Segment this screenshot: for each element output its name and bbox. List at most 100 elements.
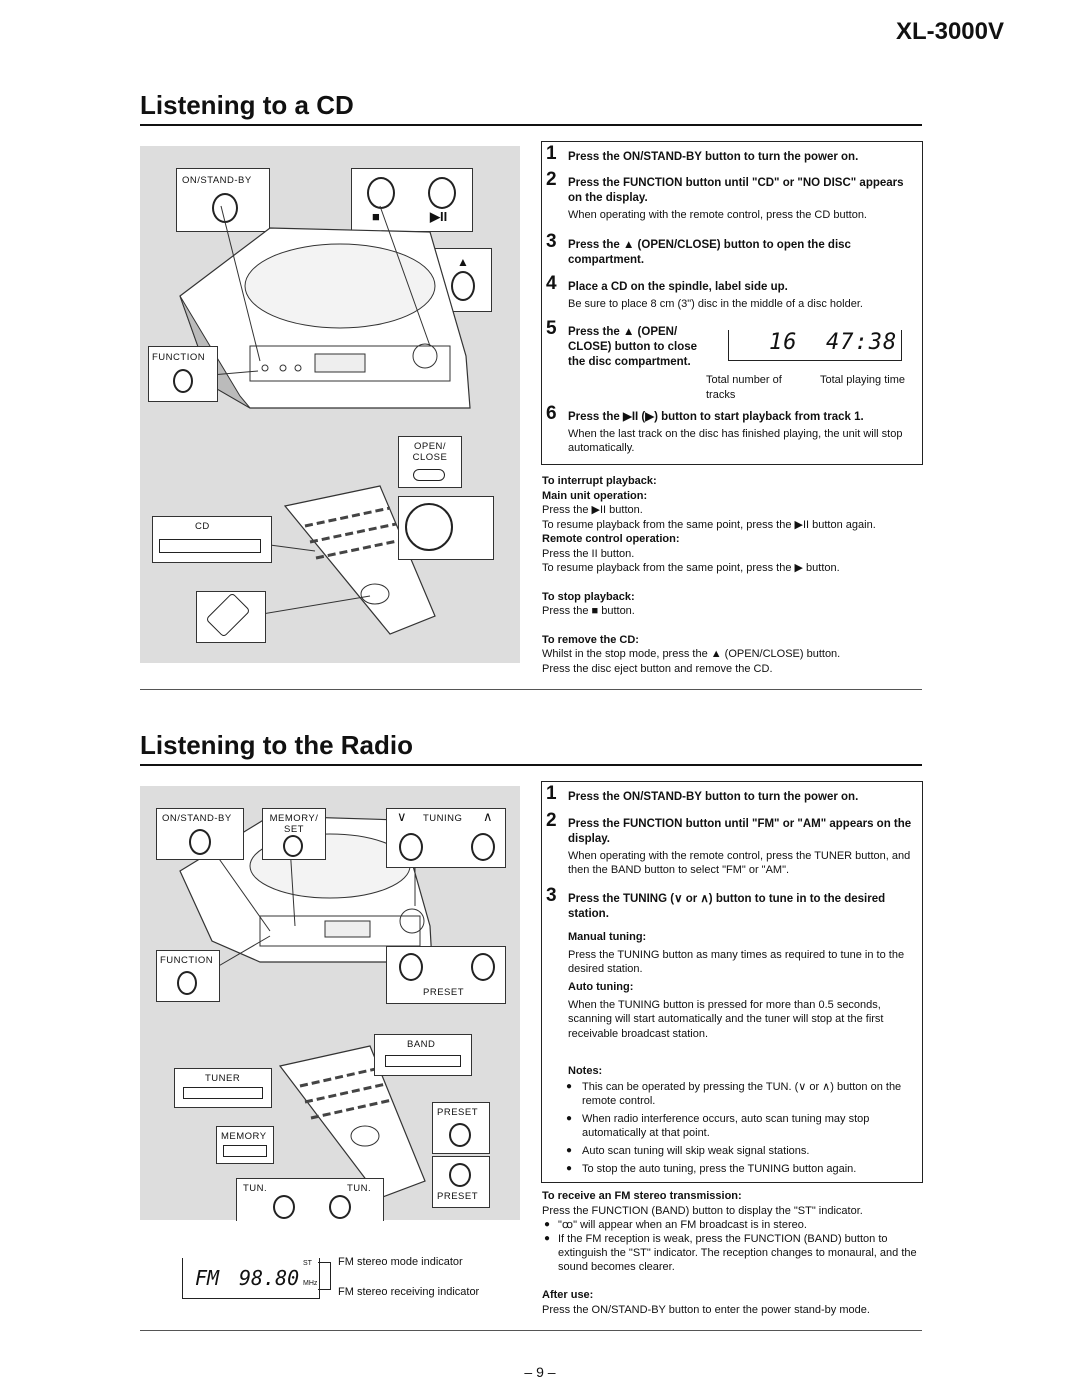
stereo-note: "ꝏ" will appear when an FM broadcast is …	[542, 1218, 924, 1232]
step-text: Press the ON/STAND-BY button to turn the…	[568, 151, 859, 163]
preset-up-button-icon	[471, 953, 495, 981]
on-standby-label: ON/STAND-BY	[182, 175, 252, 186]
preset-label: PRESET	[423, 987, 465, 998]
interrupt-main-text-2: To resume playback from the same point, …	[542, 518, 876, 531]
cd-title-rule	[140, 124, 922, 126]
cd-step-1: 1 Press the ON/STAND-BY button to turn t…	[542, 144, 914, 165]
model-number: XL-3000V	[895, 18, 1004, 45]
band-button-icon	[385, 1055, 461, 1067]
function-label: FUNCTION	[152, 352, 206, 363]
footer-rule	[140, 1330, 922, 1331]
cd-steps-box: 1 Press the ON/STAND-BY button to turn t…	[541, 141, 923, 465]
radio-title-rule	[140, 764, 922, 766]
fm-receiving-indicator-label: FM stereo receiving indicator	[338, 1286, 480, 1298]
auto-tuning-text: When the TUNING button is pressed for mo…	[568, 998, 884, 1040]
tuning-up-button-icon	[471, 833, 495, 861]
step-number: 6	[546, 403, 557, 424]
band-label: BAND	[407, 1039, 436, 1050]
tuning-up-icon: ∧	[483, 809, 493, 824]
notes-list: This can be operated by pressing the TUN…	[564, 1080, 916, 1176]
note-item: When radio interference occurs, auto sca…	[564, 1112, 916, 1140]
fm-display-illustration: FM 98.80 ST MHz	[182, 1258, 320, 1299]
remove-text-1: Whilst in the stop mode, press the ▲ (OP…	[542, 648, 841, 660]
step-subtext: When operating with the remote control, …	[568, 209, 867, 221]
function-button-icon	[173, 369, 193, 393]
preset-down-remote-panel: PRESET	[432, 1156, 490, 1208]
fm-band-text: FM	[195, 1266, 220, 1290]
on-standby-label: ON/STAND-BY	[162, 813, 232, 824]
eject-icon: ▲	[457, 255, 469, 269]
transport-panel: ■ ▶II	[351, 168, 473, 232]
after-use-text: Press the ON/STAND-BY button to enter th…	[542, 1303, 870, 1316]
remove-heading: To remove the CD:	[542, 633, 639, 646]
eject-button-icon	[451, 271, 475, 301]
step-text: Press the ON/STAND-BY button to turn the…	[568, 791, 859, 803]
step-text: Press the ▶II (▶) button to start playba…	[568, 411, 864, 423]
mhz-indicator: MHz	[303, 1280, 318, 1287]
remote-play-icon	[405, 503, 453, 551]
cd-display-illustration: 16 47:38	[728, 330, 902, 361]
memory-panel: MEMORY	[216, 1126, 274, 1164]
open-close-label: OPEN/ CLOSE	[412, 441, 448, 463]
on-standby-panel: ON/STAND-BY	[176, 168, 270, 232]
indicator-bracket	[318, 1262, 331, 1290]
stop-symbol: ■	[372, 209, 380, 224]
auto-tuning-heading: Auto tuning:	[568, 981, 634, 993]
stop-button-icon	[367, 177, 395, 209]
tracks-label: Total number of tracks	[706, 374, 782, 401]
remove-text-2: Press the disc eject button and remove t…	[542, 662, 773, 675]
tun-right-button-icon	[329, 1195, 351, 1219]
remote-stop-panel	[196, 591, 266, 643]
tuning-panel: TUNING ∨ ∧	[386, 808, 506, 868]
stereo-text: Press the FUNCTION (BAND) button to disp…	[542, 1204, 863, 1217]
page-number: – 9 –	[524, 1364, 556, 1380]
step-text: Press the ▲ (OPEN/CLOSE) button to open …	[568, 239, 851, 266]
step-number: 2	[546, 810, 557, 831]
notes-heading: Notes:	[568, 1065, 603, 1077]
cd-illustration: ON/STAND-BY ■ ▶II ▲ FUNCTION	[140, 146, 520, 663]
step-subtext: When operating with the remote control, …	[568, 850, 911, 876]
step-text: Press the ▲ (OPEN/ CLOSE) button to clos…	[568, 326, 698, 368]
radio-steps-box: 1 Press the ON/STAND-BY button to turn t…	[541, 781, 923, 1183]
cd-interrupt-section: To interrupt playback: Main unit operati…	[542, 474, 924, 676]
open-close-panel: OPEN/ CLOSE	[398, 436, 462, 488]
step-text: Press the FUNCTION button until "CD" or …	[568, 177, 904, 204]
interrupt-remote-text-1: Press the II button.	[542, 547, 635, 560]
memory-set-label: MEMORY/ SET	[269, 813, 319, 835]
step-subtext: When the last track on the disc has fini…	[568, 428, 903, 454]
radio-function-panel: FUNCTION	[156, 950, 220, 1002]
step-text: Place a CD on the spindle, label side up…	[568, 281, 788, 293]
st-indicator: ST	[303, 1260, 312, 1267]
tun-left-button-icon	[273, 1195, 295, 1219]
step-text: Press the TUNING (∨ or ∧) button to tune…	[568, 893, 886, 920]
radio-section-title: Listening to the Radio	[140, 730, 413, 760]
remote-stop-icon	[205, 592, 251, 638]
memory-button-icon	[223, 1145, 267, 1157]
cd-step-3: 3 Press the ▲ (OPEN/CLOSE) button to ope…	[542, 232, 914, 268]
memory-set-button-icon	[283, 835, 303, 857]
tun-left-label: TUN.	[243, 1183, 268, 1194]
radio-step-2: 2 Press the FUNCTION button until "FM" o…	[542, 811, 914, 877]
preset-panel: PRESET	[386, 946, 506, 1004]
cd-step-6: 6 Press the ▶II (▶) button to start play…	[542, 404, 914, 455]
function-panel: FUNCTION	[148, 346, 218, 402]
section-divider	[140, 689, 922, 690]
cd-button-icon	[159, 539, 261, 553]
manual-tuning-text: Press the TUNING button as many times as…	[568, 948, 905, 976]
cd-panel: CD	[152, 516, 272, 563]
step-number: 5	[546, 318, 557, 339]
note-item: This can be operated by pressing the TUN…	[564, 1080, 916, 1108]
preset-up-remote-panel: PRESET	[432, 1102, 490, 1154]
radio-step-1: 1 Press the ON/STAND-BY button to turn t…	[542, 784, 914, 805]
notes-block: Notes:	[568, 1064, 914, 1079]
preset-up-label: PRESET	[437, 1107, 479, 1118]
stop-text: Press the ■ button.	[542, 605, 635, 617]
cd-step-2: 2 Press the FUNCTION button until "CD" o…	[542, 170, 914, 222]
tuning-down-button-icon	[399, 833, 423, 861]
step-number: 1	[546, 143, 557, 164]
step-number: 4	[546, 273, 557, 294]
step-number: 3	[546, 231, 557, 252]
power-button-icon	[189, 829, 211, 855]
function-button-icon	[177, 971, 197, 995]
after-use-heading: After use:	[542, 1289, 594, 1301]
